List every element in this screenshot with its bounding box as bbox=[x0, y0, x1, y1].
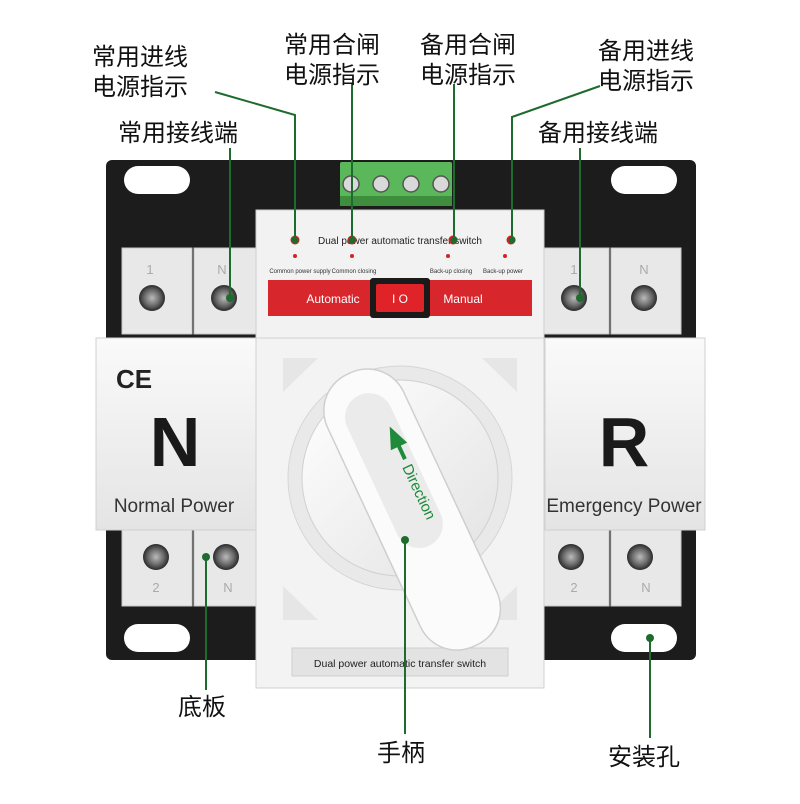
emergency-power-block: R Emergency Power bbox=[544, 337, 706, 531]
terminal-label-top-left-1: 1 bbox=[146, 262, 153, 277]
led-label-common-power: Common power supply bbox=[269, 269, 330, 275]
led-label-backup-closing: Back-up closing bbox=[430, 269, 472, 275]
led-label-backup-power: Back-up power bbox=[483, 269, 523, 275]
direction-arrow-icon bbox=[389, 426, 408, 451]
handle[interactable] bbox=[311, 356, 514, 663]
panel-title: Dual power automatic transfer switch bbox=[318, 236, 482, 247]
ce-mark: CE bbox=[116, 364, 152, 394]
bottom-label: Dual power automatic transfer switch bbox=[314, 658, 486, 670]
normal-terminal-bottom bbox=[121, 529, 261, 607]
normal-letter: N bbox=[150, 403, 201, 481]
mode-rocker-switch[interactable]: I O bbox=[370, 278, 430, 318]
mode-automatic-label: Automatic bbox=[306, 292, 359, 306]
callout-backup-closing-indicator: 备用合闸 电源指示 bbox=[420, 31, 516, 89]
callout-normal-terminal: 常用接线端 bbox=[118, 119, 238, 147]
led-label-common-closing: Common closing bbox=[332, 269, 377, 275]
backup-terminal-bottom bbox=[542, 529, 682, 607]
normal-terminal-top bbox=[121, 247, 261, 335]
backup-terminal-top bbox=[542, 247, 682, 335]
emergency-power-caption: Emergency Power bbox=[546, 496, 702, 517]
normal-power-caption: Normal Power bbox=[114, 496, 235, 517]
callout-backup-terminal: 备用接线端 bbox=[538, 119, 658, 147]
terminal-label-bottom-left-2: 2 bbox=[152, 580, 159, 595]
control-panel: Dual power automatic transfer switch Com… bbox=[255, 209, 545, 339]
callout-mounting-hole: 安装孔 bbox=[608, 743, 680, 771]
mounting-hole-bottom-left bbox=[124, 624, 190, 652]
mounting-hole-top-right bbox=[611, 166, 677, 194]
callout-backup-incoming-indicator: 备用进线 电源指示 bbox=[598, 37, 694, 95]
bottom-label-plate bbox=[291, 647, 509, 677]
terminal-label-top-right-n: N bbox=[639, 262, 648, 277]
mounting-hole-top-left bbox=[124, 166, 190, 194]
callout-dots bbox=[202, 236, 654, 642]
emergency-letter: R bbox=[599, 403, 650, 481]
callout-normal-closing-indicator: 常用合闸 电源指示 bbox=[284, 31, 380, 89]
normal-power-block: CE N Normal Power bbox=[95, 337, 257, 531]
callout-lines bbox=[205, 84, 651, 738]
rocker-switch-label: I O bbox=[392, 292, 408, 306]
callout-handle: 手柄 bbox=[377, 739, 425, 767]
terminal-label-bottom-left-n: N bbox=[223, 580, 232, 595]
terminal-label-top-right-1: 1 bbox=[570, 262, 577, 277]
callout-base-plate: 底板 bbox=[178, 693, 226, 721]
mounting-hole-bottom-right bbox=[611, 624, 677, 652]
callout-normal-incoming-indicator: 常用进线 电源指示 bbox=[92, 43, 188, 101]
terminal-label-bottom-right-2: 2 bbox=[570, 580, 577, 595]
mode-manual-label: Manual bbox=[443, 292, 482, 306]
terminal-label-bottom-right-n: N bbox=[641, 580, 650, 595]
green-connector-block bbox=[340, 162, 452, 206]
terminal-label-top-left-n: N bbox=[217, 262, 226, 277]
